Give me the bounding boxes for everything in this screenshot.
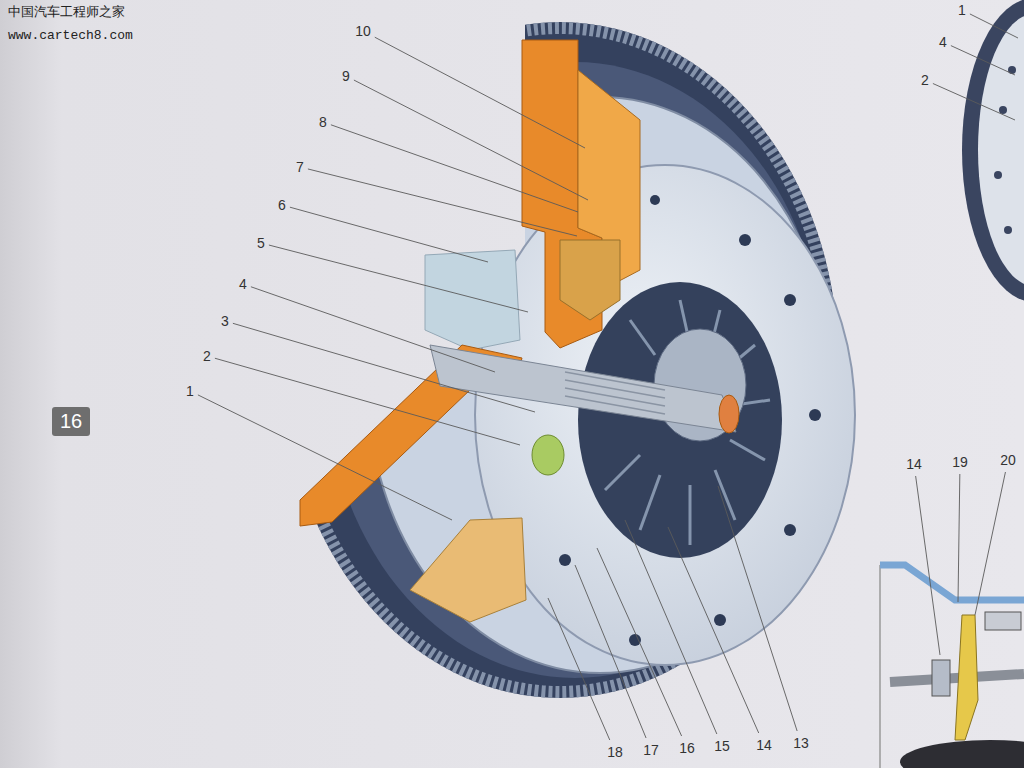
callout-number: 1 [958,2,966,18]
callout-number: 6 [278,197,286,213]
callout-number: 13 [793,735,809,751]
callout-number: 2 [203,348,211,364]
callout-number: 3 [221,313,229,329]
leader-line [233,323,535,412]
input-shaft [430,345,739,475]
leader-line [718,486,797,731]
callout-number: 14 [906,456,922,472]
callout-number: 7 [296,159,304,175]
leader-line [215,358,520,445]
leader-line [575,565,646,738]
leader-line [331,125,578,212]
page-number: 16 [52,407,90,436]
leader-line [308,169,577,236]
leader-line [548,598,610,740]
callout-number: 1 [186,383,194,399]
watermark-text: 中国汽车工程师之家 [8,4,125,20]
leader-line [625,520,717,734]
callout-number: 20 [1000,452,1016,468]
leader-line [597,548,682,736]
cross-section [300,40,640,622]
leader-line [916,476,940,655]
callout-number: 9 [342,68,350,84]
callout-number: 10 [355,23,371,39]
callout-number: 14 [756,737,772,753]
leader-line [958,474,960,602]
leader-line [269,245,528,312]
leader-line [251,287,495,372]
release-schematic [880,565,1024,768]
engine-block [425,250,520,350]
leader-line [668,527,759,733]
callout-number: 4 [239,276,247,292]
leader-line [933,84,1015,120]
callout-number: 17 [643,742,659,758]
callout-number: 19 [952,454,968,470]
callout-number: 5 [257,235,265,251]
leader-line [951,46,1015,75]
leader-line [290,207,488,262]
page-tab: 16 [52,407,90,436]
leader-line [375,37,585,148]
watermark-url: www.cartech8.com [8,28,133,44]
callout-number: 8 [319,114,327,130]
leader-line [354,80,588,200]
callout-number: 16 [679,740,695,756]
callout-number: 2 [921,72,929,88]
leader-line [975,472,1005,615]
leader-line [970,14,1018,38]
leader-line [198,395,452,520]
callout-number: 18 [607,744,623,760]
leader-lines [198,14,1018,740]
callout-number: 4 [939,34,947,50]
clutch-disc [962,0,1024,302]
callout-number: 15 [714,738,730,754]
